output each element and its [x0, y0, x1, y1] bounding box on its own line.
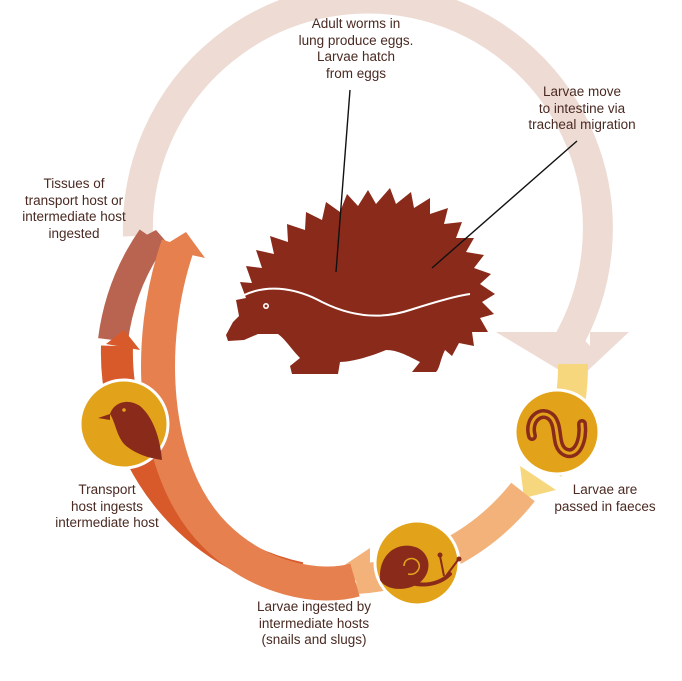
stage-label-ingested: Tissues of transport host or intermediat… — [22, 176, 126, 241]
inner-sweep-arrow — [160, 232, 205, 258]
ring-arrow-rust — [133, 230, 170, 246]
ring-segment-host — [122, 0, 629, 381]
stage-label-transport: Transport host ingests intermediate host — [55, 482, 159, 530]
stage-label-migration: Larvae move to intestine via tracheal mi… — [528, 84, 636, 132]
bird-icon — [78, 378, 170, 470]
ring-arrow-snail — [340, 548, 370, 592]
stage-label-faeces: Larvae are passed in faeces — [554, 482, 656, 514]
worm-icon — [513, 388, 601, 476]
leader-line-eggs — [335, 89, 351, 273]
stage-label-snails: Larvae ingested by intermediate hosts (s… — [256, 599, 372, 647]
ring-arrow-dark — [106, 330, 140, 350]
ring-segment-rust — [98, 229, 165, 343]
snail-icon — [373, 519, 462, 607]
inner-sweep-segment — [141, 239, 360, 601]
hedgehog-icon — [226, 188, 495, 374]
stage-label-eggs: Adult worms in lung produce eggs. Larvae… — [298, 16, 414, 81]
leader-line-migration — [431, 140, 578, 269]
ring-arrow-worm — [520, 466, 556, 498]
